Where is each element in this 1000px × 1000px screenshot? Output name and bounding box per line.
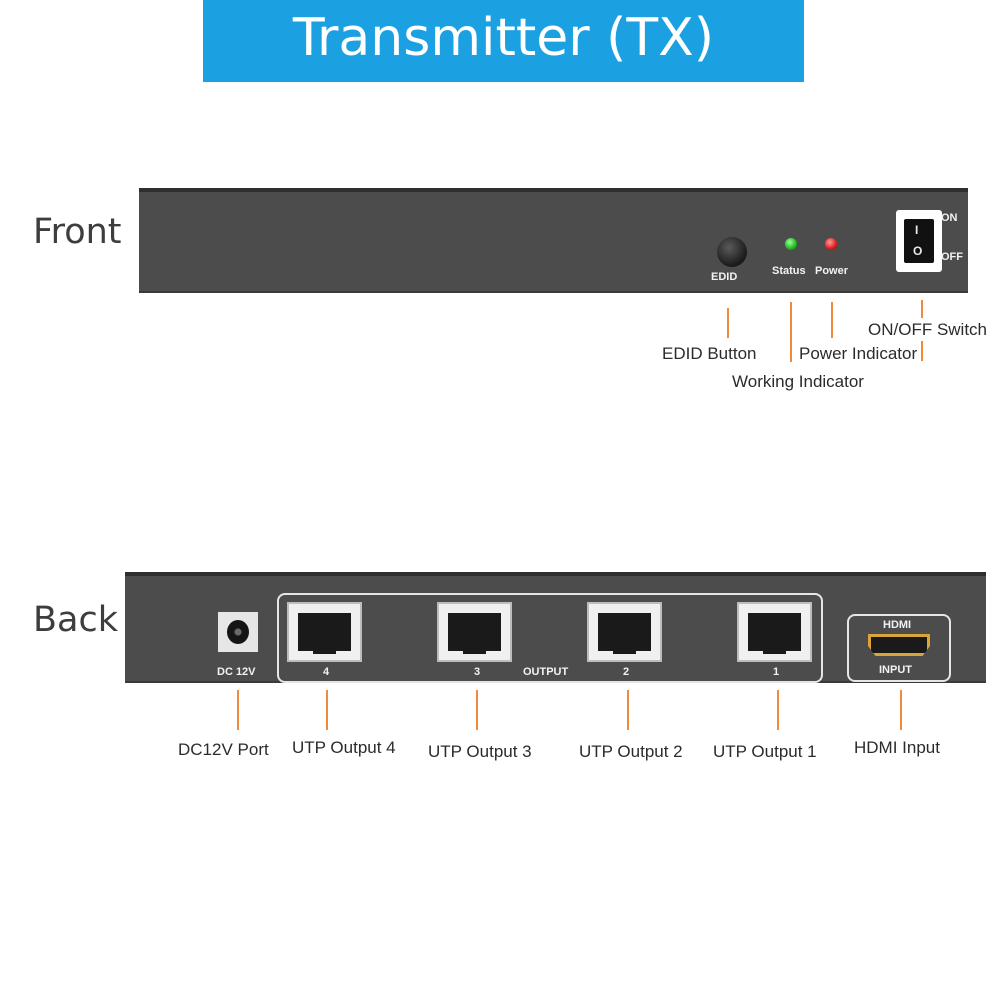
rj45-port-2[interactable] [587, 602, 662, 662]
dc-port-callout: DC12V Port [178, 740, 269, 759]
onoff-switch-callout: ON/OFF Switch [868, 320, 988, 339]
utp2-callout-line [627, 690, 629, 730]
hdmi-input-callout: HDMI Input [854, 738, 940, 757]
rj45-port-3[interactable] [437, 602, 512, 662]
power-callout-line [831, 302, 833, 338]
edid-button-knob[interactable] [717, 237, 747, 267]
port-1-label: 1 [773, 666, 780, 678]
utp1-callout-line [777, 690, 779, 730]
dc-jack-hole [227, 620, 249, 644]
hdmi-silk-label: HDMI [883, 619, 912, 631]
output-port-group [277, 593, 823, 683]
power-led [825, 238, 837, 250]
power-indicator-callout: Power Indicator [799, 344, 918, 363]
power-silk-label: Power [815, 265, 849, 277]
utp3-callout-line [476, 690, 478, 730]
dc-callout-line [237, 690, 239, 730]
hdmi-callout-line [900, 690, 902, 730]
output-silk-label: OUTPUT [523, 666, 569, 678]
port-3-label: 3 [474, 666, 481, 678]
hdmi-input-frame: HDMI INPUT [847, 614, 951, 682]
port-4-label: 4 [323, 666, 330, 678]
onoff-switch[interactable]: I O [904, 219, 934, 263]
onoff-switch-frame: I O [896, 210, 942, 272]
utp4-callout-line [326, 690, 328, 730]
status-led [785, 238, 797, 250]
status-silk-label: Status [772, 265, 806, 277]
switch-callout-line-top [921, 300, 923, 318]
rj45-port-4[interactable] [287, 602, 362, 662]
edid-silk-label: EDID [711, 271, 738, 283]
dc-silk-label: DC 12V [217, 666, 256, 678]
switch-off-mark: O [913, 244, 923, 258]
rj45-port-1[interactable] [737, 602, 812, 662]
front-panel: EDID Status Power I O ON OFF [139, 188, 968, 293]
dc-power-jack[interactable] [218, 612, 258, 652]
page-title: Transmitter (TX) [292, 8, 715, 68]
working-indicator-callout: Working Indicator [732, 372, 864, 391]
switch-off-label: OFF [941, 251, 963, 263]
front-label: Front [33, 212, 122, 252]
utp-output-1-callout: UTP Output 1 [713, 742, 817, 761]
hdmi-input-port[interactable] [868, 634, 930, 656]
utp-output-4-callout: UTP Output 4 [292, 738, 396, 757]
back-label: Back [33, 600, 118, 640]
switch-on-label: ON [941, 212, 958, 224]
utp-output-2-callout: UTP Output 2 [579, 742, 683, 761]
back-panel: DC 12V 4 3 OUTPUT 2 1 HDMI INPUT [125, 572, 986, 683]
title-banner: Transmitter (TX) [203, 0, 804, 82]
edid-button-callout: EDID Button [662, 344, 757, 363]
working-callout-line [790, 302, 792, 362]
utp-output-3-callout: UTP Output 3 [428, 742, 532, 761]
switch-callout-line-bottom [921, 341, 923, 361]
edid-callout-line [727, 308, 729, 338]
input-silk-label: INPUT [879, 664, 912, 676]
switch-on-mark: I [915, 223, 919, 237]
port-2-label: 2 [623, 666, 630, 678]
